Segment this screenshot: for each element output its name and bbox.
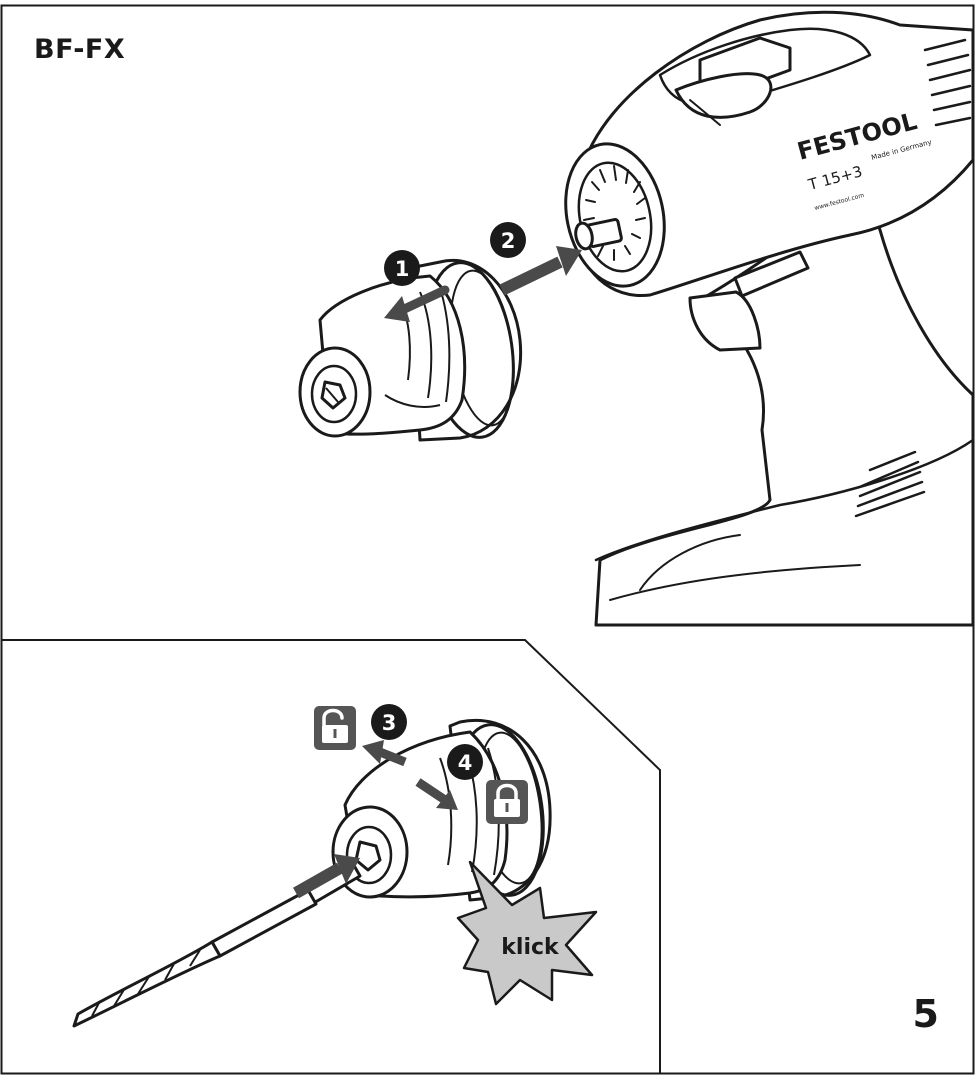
insert-bit-arrow — [293, 854, 360, 899]
step-number: 1 — [395, 257, 410, 281]
drill — [564, 10, 975, 627]
motor-vents — [923, 38, 972, 127]
step-badge-1: 1 — [384, 250, 420, 286]
lock-icon — [486, 780, 528, 824]
arrow-step-4 — [415, 778, 458, 810]
step-number: 4 — [458, 751, 473, 775]
unlock-icon — [314, 706, 356, 750]
step-badge-4: 4 — [447, 744, 483, 780]
inset-panel-border — [1, 639, 661, 1073]
klick-callout: klick — [456, 860, 598, 1006]
step-number: 2 — [501, 229, 516, 253]
trigger — [688, 290, 762, 352]
step-number: 3 — [382, 711, 397, 735]
figure-number: 5 — [912, 992, 939, 1036]
step-badge-2: 2 — [490, 222, 526, 258]
step-badge-3: 3 — [371, 704, 407, 740]
arrow-step-1 — [384, 285, 450, 322]
model-title: BF-FX — [34, 34, 126, 65]
arrow-step-3 — [362, 740, 407, 767]
klick-label: klick — [501, 935, 560, 960]
handle-vents — [854, 450, 926, 518]
arrow-step-2 — [499, 246, 582, 296]
chuck-upper — [298, 258, 523, 442]
drill-bit — [72, 860, 362, 1028]
